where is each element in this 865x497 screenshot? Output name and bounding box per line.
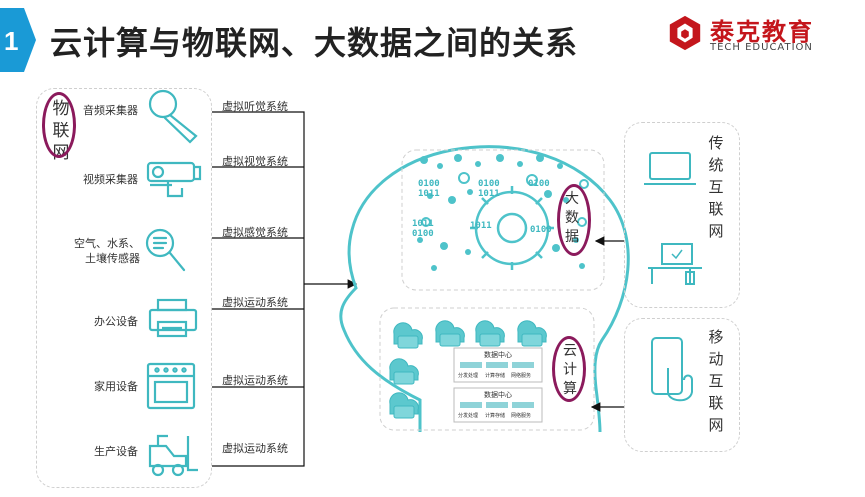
gear-icon bbox=[470, 186, 554, 270]
binary-text: 1011 bbox=[418, 189, 440, 199]
title-accent-tab: 1 bbox=[0, 8, 36, 72]
dc-item-label: 计算存储 bbox=[485, 372, 505, 379]
cloud-circle-annotation bbox=[552, 336, 586, 402]
laptop-icon bbox=[644, 152, 696, 185]
head-outline bbox=[339, 145, 630, 433]
mobile-internet-panel bbox=[624, 318, 740, 452]
microphone-icon bbox=[148, 89, 198, 144]
system-label-motion-home: 虚拟运动系统 bbox=[222, 374, 288, 387]
cloud-region bbox=[379, 307, 595, 431]
page-title: 云计算与物联网、大数据之间的关系 bbox=[50, 24, 579, 62]
logo-name-cn: 泰克教育 bbox=[710, 18, 814, 46]
camera-icon bbox=[146, 161, 202, 198]
mobile-touch-icon bbox=[651, 337, 693, 402]
device-label-home: 家用设备 bbox=[94, 380, 138, 393]
system-label-motion-production: 虚拟运动系统 bbox=[222, 442, 288, 455]
magnifier-sensor-icon bbox=[145, 228, 186, 272]
dc-item-label: 计算存储 bbox=[485, 412, 505, 419]
dc-item-label: 网络服务 bbox=[511, 412, 531, 419]
oven-icon bbox=[146, 362, 196, 410]
logo-cube-icon bbox=[669, 15, 701, 51]
cloud-app-icon bbox=[389, 392, 419, 419]
desktop-icon bbox=[648, 243, 702, 285]
cloud-app-icon bbox=[435, 320, 465, 347]
dc-item-label: 分发处理 bbox=[458, 412, 478, 419]
binary-text: 0100 bbox=[528, 179, 550, 189]
traditional-internet-panel bbox=[624, 122, 740, 308]
binary-text: 0100 bbox=[418, 179, 440, 189]
system-label-vision: 虚拟视觉系统 bbox=[222, 155, 288, 168]
label-char: 联 bbox=[708, 200, 724, 218]
logo-name-en: TECH EDUCATION bbox=[710, 42, 813, 53]
bigdata-region bbox=[401, 149, 605, 291]
label-char: 网 bbox=[708, 416, 724, 434]
system-label-motion-office: 虚拟运动系统 bbox=[222, 296, 288, 309]
data-center-box-1: 数据中心 分发处理 计算存储 网络服务 bbox=[453, 347, 543, 383]
printer-icon bbox=[148, 298, 198, 338]
system-label-hearing: 虚拟听觉系统 bbox=[222, 100, 288, 113]
binary-text: 1011 bbox=[478, 189, 500, 199]
connector-lines bbox=[212, 111, 358, 467]
device-label-production: 生产设备 bbox=[94, 445, 138, 458]
label-char: 移 bbox=[708, 328, 724, 346]
binary-text: 1011 bbox=[470, 221, 492, 231]
traditional-internet-label: 传 统 互 联 网 bbox=[706, 132, 726, 242]
device-label-video: 视频采集器 bbox=[83, 173, 138, 186]
device-label-audio: 音频采集器 bbox=[83, 104, 138, 117]
cloud-app-icon bbox=[389, 358, 419, 385]
label-char: 联 bbox=[708, 394, 724, 412]
data-center-box-2: 数据中心 分发处理 计算存储 网络服务 bbox=[453, 387, 543, 423]
label-char: 互 bbox=[708, 372, 724, 390]
forklift-icon bbox=[148, 434, 198, 477]
dc-item-label: 网络服务 bbox=[511, 372, 531, 379]
cloud-app-icon bbox=[393, 322, 423, 349]
iot-panel bbox=[36, 88, 212, 488]
binary-text: 1011 bbox=[412, 219, 434, 229]
binary-data: 0100 1011 0100 1011 0100 1011 0100 1011 … bbox=[412, 179, 552, 239]
system-label-sensing: 虚拟感觉系统 bbox=[222, 226, 288, 239]
device-label-office: 办公设备 bbox=[94, 315, 138, 328]
cloud-app-icon bbox=[475, 320, 505, 347]
label-char: 动 bbox=[708, 350, 724, 368]
data-center-title: 数据中心 bbox=[484, 390, 512, 399]
binary-text: 0100 bbox=[530, 225, 552, 235]
device-label-sensor: 空气、水系、土壤传感器 bbox=[74, 237, 140, 265]
dc-item-label: 分发处理 bbox=[458, 372, 478, 379]
binary-text: 0100 bbox=[478, 179, 500, 189]
mobile-internet-label: 移 动 互 联 网 bbox=[706, 326, 726, 436]
brand-logo: 泰克教育 TECH EDUCATION bbox=[666, 12, 856, 56]
data-center-title: 数据中心 bbox=[484, 350, 512, 359]
label-char: 统 bbox=[708, 156, 724, 174]
iot-circle-annotation bbox=[42, 92, 76, 158]
bigdata-circle-annotation bbox=[557, 184, 591, 256]
cloud-app-icons bbox=[389, 320, 547, 419]
label-char: 网 bbox=[708, 222, 724, 240]
cloud-app-icon bbox=[517, 320, 547, 347]
label-char: 互 bbox=[708, 178, 724, 196]
binary-text: 0100 bbox=[412, 229, 434, 239]
svg-text:1: 1 bbox=[4, 26, 18, 56]
label-char: 传 bbox=[708, 134, 724, 152]
